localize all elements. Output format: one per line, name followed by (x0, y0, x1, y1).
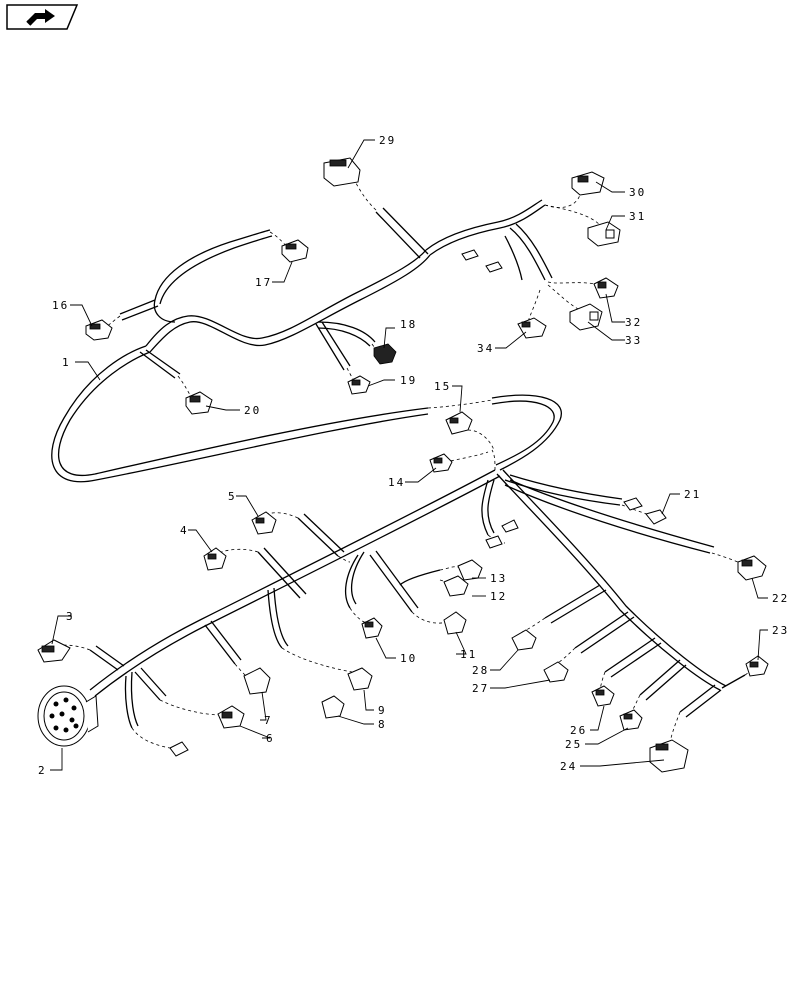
connector-11 (443, 611, 467, 635)
callout-11: 11 (460, 648, 477, 661)
callout-8: 8 (378, 718, 387, 731)
connector-28 (511, 629, 537, 651)
connector-17 (281, 239, 309, 263)
connector-27 (543, 661, 569, 683)
callout-33: 33 (625, 334, 642, 347)
connectors (37, 157, 769, 773)
callout-15: 15 (434, 380, 451, 393)
connector-6 (217, 705, 245, 729)
callout-21: 21 (684, 488, 701, 501)
connector-21 (623, 497, 667, 525)
connector-10 (361, 617, 383, 639)
callouts: 29 30 31 32 33 34 17 16 18 19 20 1 15 14… (38, 134, 789, 777)
connector-29 (323, 157, 361, 187)
connector-7 (243, 667, 271, 695)
connector-12 (443, 575, 469, 597)
callout-29: 29 (379, 134, 396, 147)
callout-23: 23 (772, 624, 789, 637)
forward-arrow-icon (26, 9, 55, 26)
callout-34: 34 (477, 342, 494, 355)
callout-27: 27 (472, 682, 489, 695)
callout-32: 32 (625, 316, 642, 329)
connector-31 (587, 221, 621, 247)
callout-6: 6 (266, 732, 275, 745)
connector-24 (649, 739, 689, 773)
upper-harness (51, 174, 601, 483)
callout-30: 30 (629, 186, 646, 199)
terminal-pair-lower (485, 519, 519, 549)
callout-12: 12 (490, 590, 507, 603)
callout-22: 22 (772, 592, 789, 605)
connector-3 (37, 639, 71, 663)
callout-4: 4 (180, 524, 189, 537)
callout-2: 2 (38, 764, 47, 777)
lower-harness (61, 429, 759, 749)
connector-25 (619, 709, 643, 731)
callout-17: 17 (255, 276, 272, 289)
callout-18: 18 (400, 318, 417, 331)
connector-30 (571, 171, 605, 196)
connector-8 (321, 695, 345, 719)
terminal-pair-upper (461, 249, 503, 273)
callout-16: 16 (52, 299, 69, 312)
callout-13: 13 (490, 572, 507, 585)
terminal-near-2 (169, 741, 189, 757)
callout-20: 20 (244, 404, 261, 417)
connector-26 (591, 685, 615, 707)
connector-15 (445, 411, 473, 435)
callout-14: 14 (388, 476, 405, 489)
callout-25: 25 (565, 738, 582, 751)
connector-20 (185, 391, 213, 415)
callout-26: 26 (570, 724, 587, 737)
connector-13 (457, 559, 483, 581)
connector-16 (85, 319, 113, 341)
connector-23 (745, 655, 769, 677)
callout-9: 9 (378, 704, 387, 717)
connector-9 (347, 667, 373, 691)
callout-31: 31 (629, 210, 646, 223)
callout-10: 10 (400, 652, 417, 665)
connector-19 (347, 375, 371, 395)
callout-28: 28 (472, 664, 489, 677)
connector-2 (37, 685, 99, 747)
callout-3: 3 (66, 610, 75, 623)
callout-24: 24 (560, 760, 577, 773)
next-page-badge[interactable] (5, 3, 79, 31)
connector-33 (569, 303, 603, 331)
connector-18 (373, 343, 397, 365)
connector-4 (203, 547, 227, 571)
callout-5: 5 (228, 490, 237, 503)
callout-1: 1 (62, 356, 71, 369)
callout-19: 19 (400, 374, 417, 387)
connector-14 (429, 453, 453, 473)
connector-22 (737, 555, 767, 581)
connector-5 (251, 511, 277, 535)
callout-7: 7 (264, 714, 273, 727)
connector-32 (593, 277, 619, 299)
